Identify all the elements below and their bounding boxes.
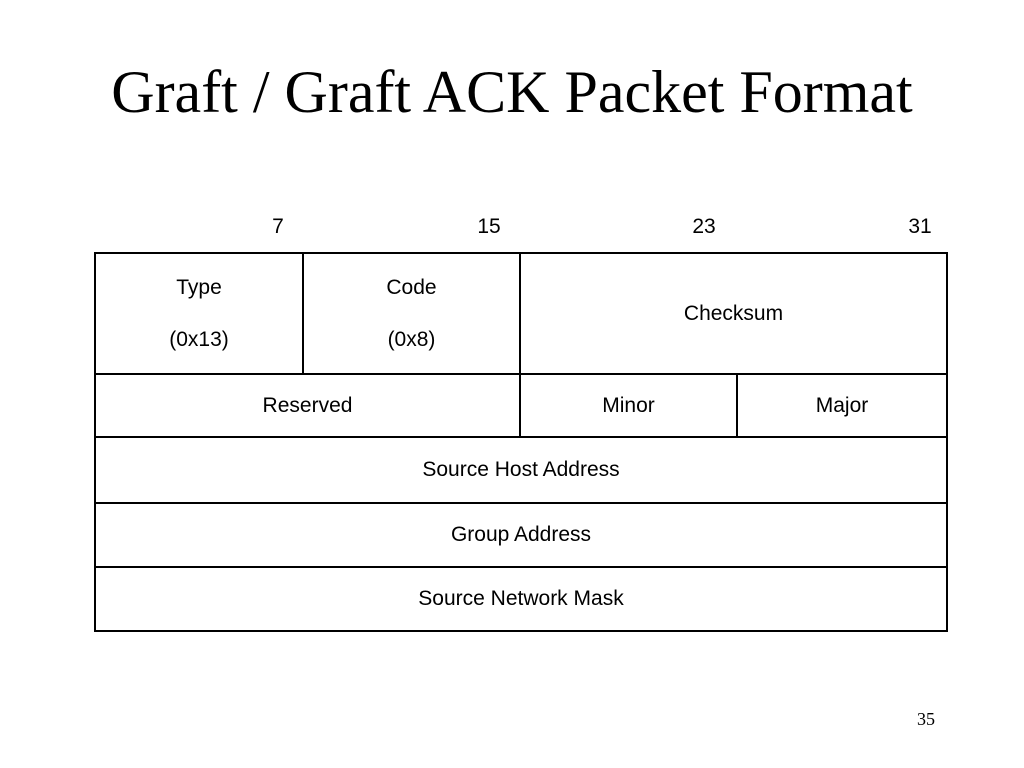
- code-field-label: Code: [386, 275, 437, 299]
- slide-title: Graft / Graft ACK Packet Format: [111, 59, 913, 125]
- packet-row-source-network-mask: Source Network Mask: [93, 566, 949, 632]
- code-field-value: (0x8): [387, 327, 436, 351]
- slide-number: 35: [917, 709, 935, 729]
- major-field: Major: [735, 373, 949, 438]
- group-address-field: Group Address: [93, 502, 949, 568]
- source-host-address-field: Source Host Address: [93, 436, 949, 504]
- bit-label-31: 31: [908, 215, 932, 238]
- checksum-field: Checksum: [518, 252, 949, 375]
- source-network-mask-label: Source Network Mask: [418, 587, 624, 610]
- packet-row-group-address: Group Address: [93, 502, 949, 568]
- packet-format-table: Type (0x13) Code (0x8) Checksum Reserved…: [93, 252, 949, 632]
- minor-field-label: Minor: [602, 393, 655, 417]
- packet-row-type-code-checksum: Type (0x13) Code (0x8) Checksum: [94, 252, 949, 375]
- bit-label-15: 15: [477, 215, 501, 238]
- major-field-label: Major: [815, 393, 869, 417]
- type-field: Type (0x13): [94, 252, 304, 375]
- code-field: Code (0x8): [302, 252, 521, 375]
- bit-position-labels: 7 15 23 31: [0, 213, 1024, 241]
- source-host-address-label: Source Host Address: [422, 458, 620, 481]
- type-field-label: Type: [176, 275, 222, 299]
- minor-field: Minor: [519, 373, 738, 438]
- packet-row-source-host-address: Source Host Address: [93, 436, 949, 504]
- bit-label-7: 7: [272, 215, 284, 238]
- reserved-field: Reserved: [94, 373, 521, 438]
- source-network-mask-field: Source Network Mask: [93, 566, 949, 632]
- group-address-label: Group Address: [450, 523, 592, 546]
- bit-label-23: 23: [692, 215, 716, 238]
- type-field-value: (0x13): [169, 327, 229, 351]
- packet-row-reserved-version: Reserved Minor Major: [94, 373, 949, 438]
- checksum-field-label: Checksum: [683, 301, 784, 325]
- reserved-field-label: Reserved: [262, 393, 353, 417]
